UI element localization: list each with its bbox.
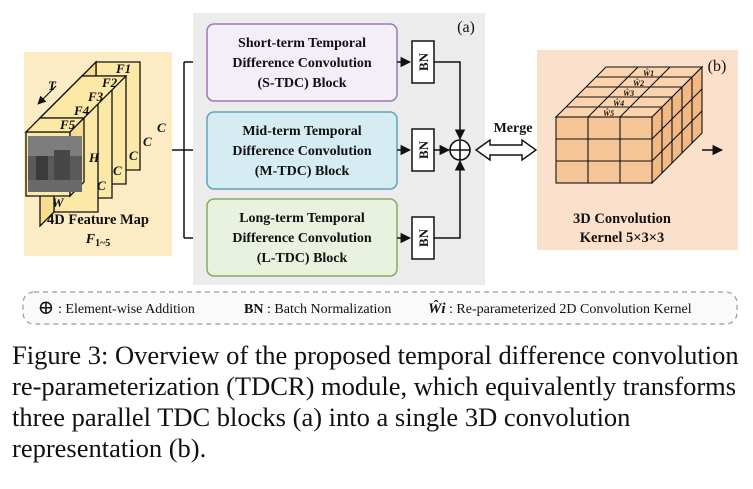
bn-label-mid: BN (416, 140, 431, 159)
kernel-title-line-2: Kernel 5×3×3 (580, 230, 665, 246)
feature-map-title: 4D Feature Map (47, 212, 149, 228)
legend-bn-term: BN (244, 302, 263, 317)
c-dimension-label-5: C (97, 178, 106, 193)
legend-box (22, 291, 738, 325)
bn-box-mid: BN (411, 128, 435, 172)
s-tdc-block: Short-term Temporal Difference Convoluti… (206, 23, 398, 102)
l-tdc-line-1: Long-term Temporal (239, 211, 365, 226)
legend-addition-text: : Element-wise Addition (58, 302, 195, 317)
addition-legend-icon: ⊕ (38, 297, 55, 319)
t-direction-arrow (37, 85, 57, 105)
bn-box-long: BN (411, 216, 435, 260)
kernel-title-line-1: 3D Convolution (573, 211, 671, 227)
c-dimension-label-3: C (129, 148, 138, 163)
panel-a: (a) Short-term Temporal Difference Convo… (193, 13, 485, 285)
l-tdc-line-2: Difference Convolution (232, 231, 372, 246)
c-dimension-label-1: C (157, 120, 166, 135)
c-dimension-label-4: C (113, 163, 122, 178)
kernel-label-w3: Ŵ3 (623, 88, 634, 98)
feature-image-thumbnail (28, 136, 82, 192)
legend-kernel-text: : Re-parameterized 2D Convolution Kernel (449, 302, 692, 317)
s-tdc-line-2: Difference Convolution (232, 56, 372, 71)
frame-label-f5: F5 (59, 117, 76, 132)
panel-b-label: (b) (708, 58, 727, 75)
w-dimension-label: W (52, 195, 65, 210)
legend: ⊕ : Element-wise Addition BN : Batch Nor… (22, 291, 738, 325)
merge-label: Merge (494, 121, 533, 136)
frame-label-f1: F1 (115, 61, 131, 76)
kernel-label-w2: Ŵ2 (633, 78, 644, 88)
feature-map-subtitle: F1~5 (85, 232, 111, 249)
tdcr-figure: F1 F2 F3 F4 F5 T H W C C C C C 4D Featur… (22, 13, 738, 325)
bn-to-sum-arrows (434, 61, 466, 239)
merge-double-arrow-icon (474, 138, 538, 162)
kernel-label-w5: Ŵ5 (603, 108, 614, 118)
l-tdc-line-3: (L-TDC) Block (257, 251, 348, 266)
bn-label-long: BN (416, 228, 431, 247)
kernel-label-w4: Ŵ4 (613, 98, 624, 108)
m-tdc-line-1: Mid-term Temporal (242, 124, 361, 139)
frame-label-f2: F2 (101, 75, 118, 90)
feature-map-panel: F1 F2 F3 F4 F5 T H W C C C C C 4D Featur… (24, 52, 172, 256)
element-wise-addition-icon (449, 139, 471, 161)
m-tdc-line-2: Difference Convolution (232, 144, 372, 159)
legend-kernel-symbol: Ŵi (428, 300, 446, 317)
m-tdc-block: Mid-term Temporal Difference Convolution… (206, 111, 398, 190)
bn-label-short: BN (416, 52, 431, 71)
figure-caption: Figure 3: Overview of the proposed tempo… (12, 340, 739, 463)
t-dimension-label: T (48, 78, 57, 93)
kernel-front-face (555, 116, 653, 184)
l-tdc-block: Long-term Temporal Difference Convolutio… (206, 198, 398, 277)
panel-a-label: (a) (457, 19, 475, 36)
bn-box-short: BN (411, 40, 435, 84)
legend-bn-text: : Batch Normalization (267, 302, 391, 317)
c-dimension-label-2: C (143, 134, 152, 149)
kernel-cube (554, 65, 704, 185)
panel-b: (b) (537, 50, 738, 250)
s-tdc-line-1: Short-term Temporal (238, 36, 366, 51)
h-dimension-label: H (88, 150, 100, 165)
kernel-label-w1: Ŵ1 (643, 68, 654, 78)
s-tdc-line-3: (S-TDC) Block (257, 76, 346, 91)
block-to-bn-arrows (397, 56, 412, 244)
m-tdc-line-3: (M-TDC) Block (255, 164, 350, 179)
frame-label-f4: F4 (73, 103, 90, 118)
frame-label-f3: F3 (87, 89, 104, 104)
